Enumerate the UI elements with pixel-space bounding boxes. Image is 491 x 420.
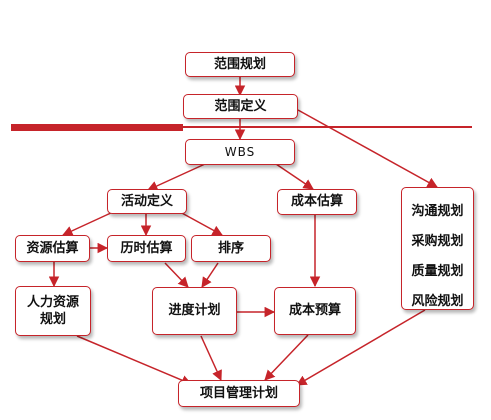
node-cost-estimating: 成本估算 — [277, 189, 357, 215]
edge-duration-to-schedule — [164, 262, 189, 288]
node-sequencing: 排序 — [191, 235, 271, 262]
side-item-risk: 风险规划 — [411, 294, 464, 309]
edge-activity-to-resource-estimating — [62, 211, 114, 236]
node-hr-planning: 人力资源规划 — [15, 286, 91, 336]
side-item-communication: 沟通规划 — [411, 204, 464, 219]
edge-wbs-to-activity-definition — [147, 163, 206, 191]
node-duration-estimating: 历时估算 — [107, 235, 186, 262]
edge-definition-to-side-group — [297, 109, 438, 188]
side-item-procurement: 采购规划 — [411, 234, 464, 249]
edge-side-group-to-project-plan — [296, 309, 426, 386]
edge-wbs-to-cost-estimating — [275, 163, 314, 190]
edge-hr-to-project-plan — [76, 335, 192, 386]
edge-schedule-to-project-plan — [200, 335, 222, 381]
node-scope-definition: 范围定义 — [183, 94, 298, 119]
node-wbs: WBS — [185, 139, 295, 165]
edge-budget-to-project-plan — [264, 334, 309, 381]
thin-divider-line — [183, 126, 472, 128]
node-resource-estimating: 资源估算 — [15, 235, 90, 262]
node-schedule-planning: 进度计划 — [152, 287, 237, 335]
node-scope-planning: 范围规划 — [185, 52, 295, 77]
edge-activity-to-sequencing — [179, 211, 223, 236]
node-cost-budgeting: 成本预算 — [274, 287, 356, 335]
thick-divider-bar — [11, 124, 183, 131]
node-project-plan: 项目管理计划 — [178, 380, 300, 407]
edge-sequencing-to-schedule — [201, 262, 219, 288]
side-item-quality: 质量规划 — [411, 264, 464, 279]
side-planning-group: 沟通规划 采购规划 质量规划 风险规划 — [401, 187, 474, 310]
node-activity-definition: 活动定义 — [107, 189, 187, 214]
